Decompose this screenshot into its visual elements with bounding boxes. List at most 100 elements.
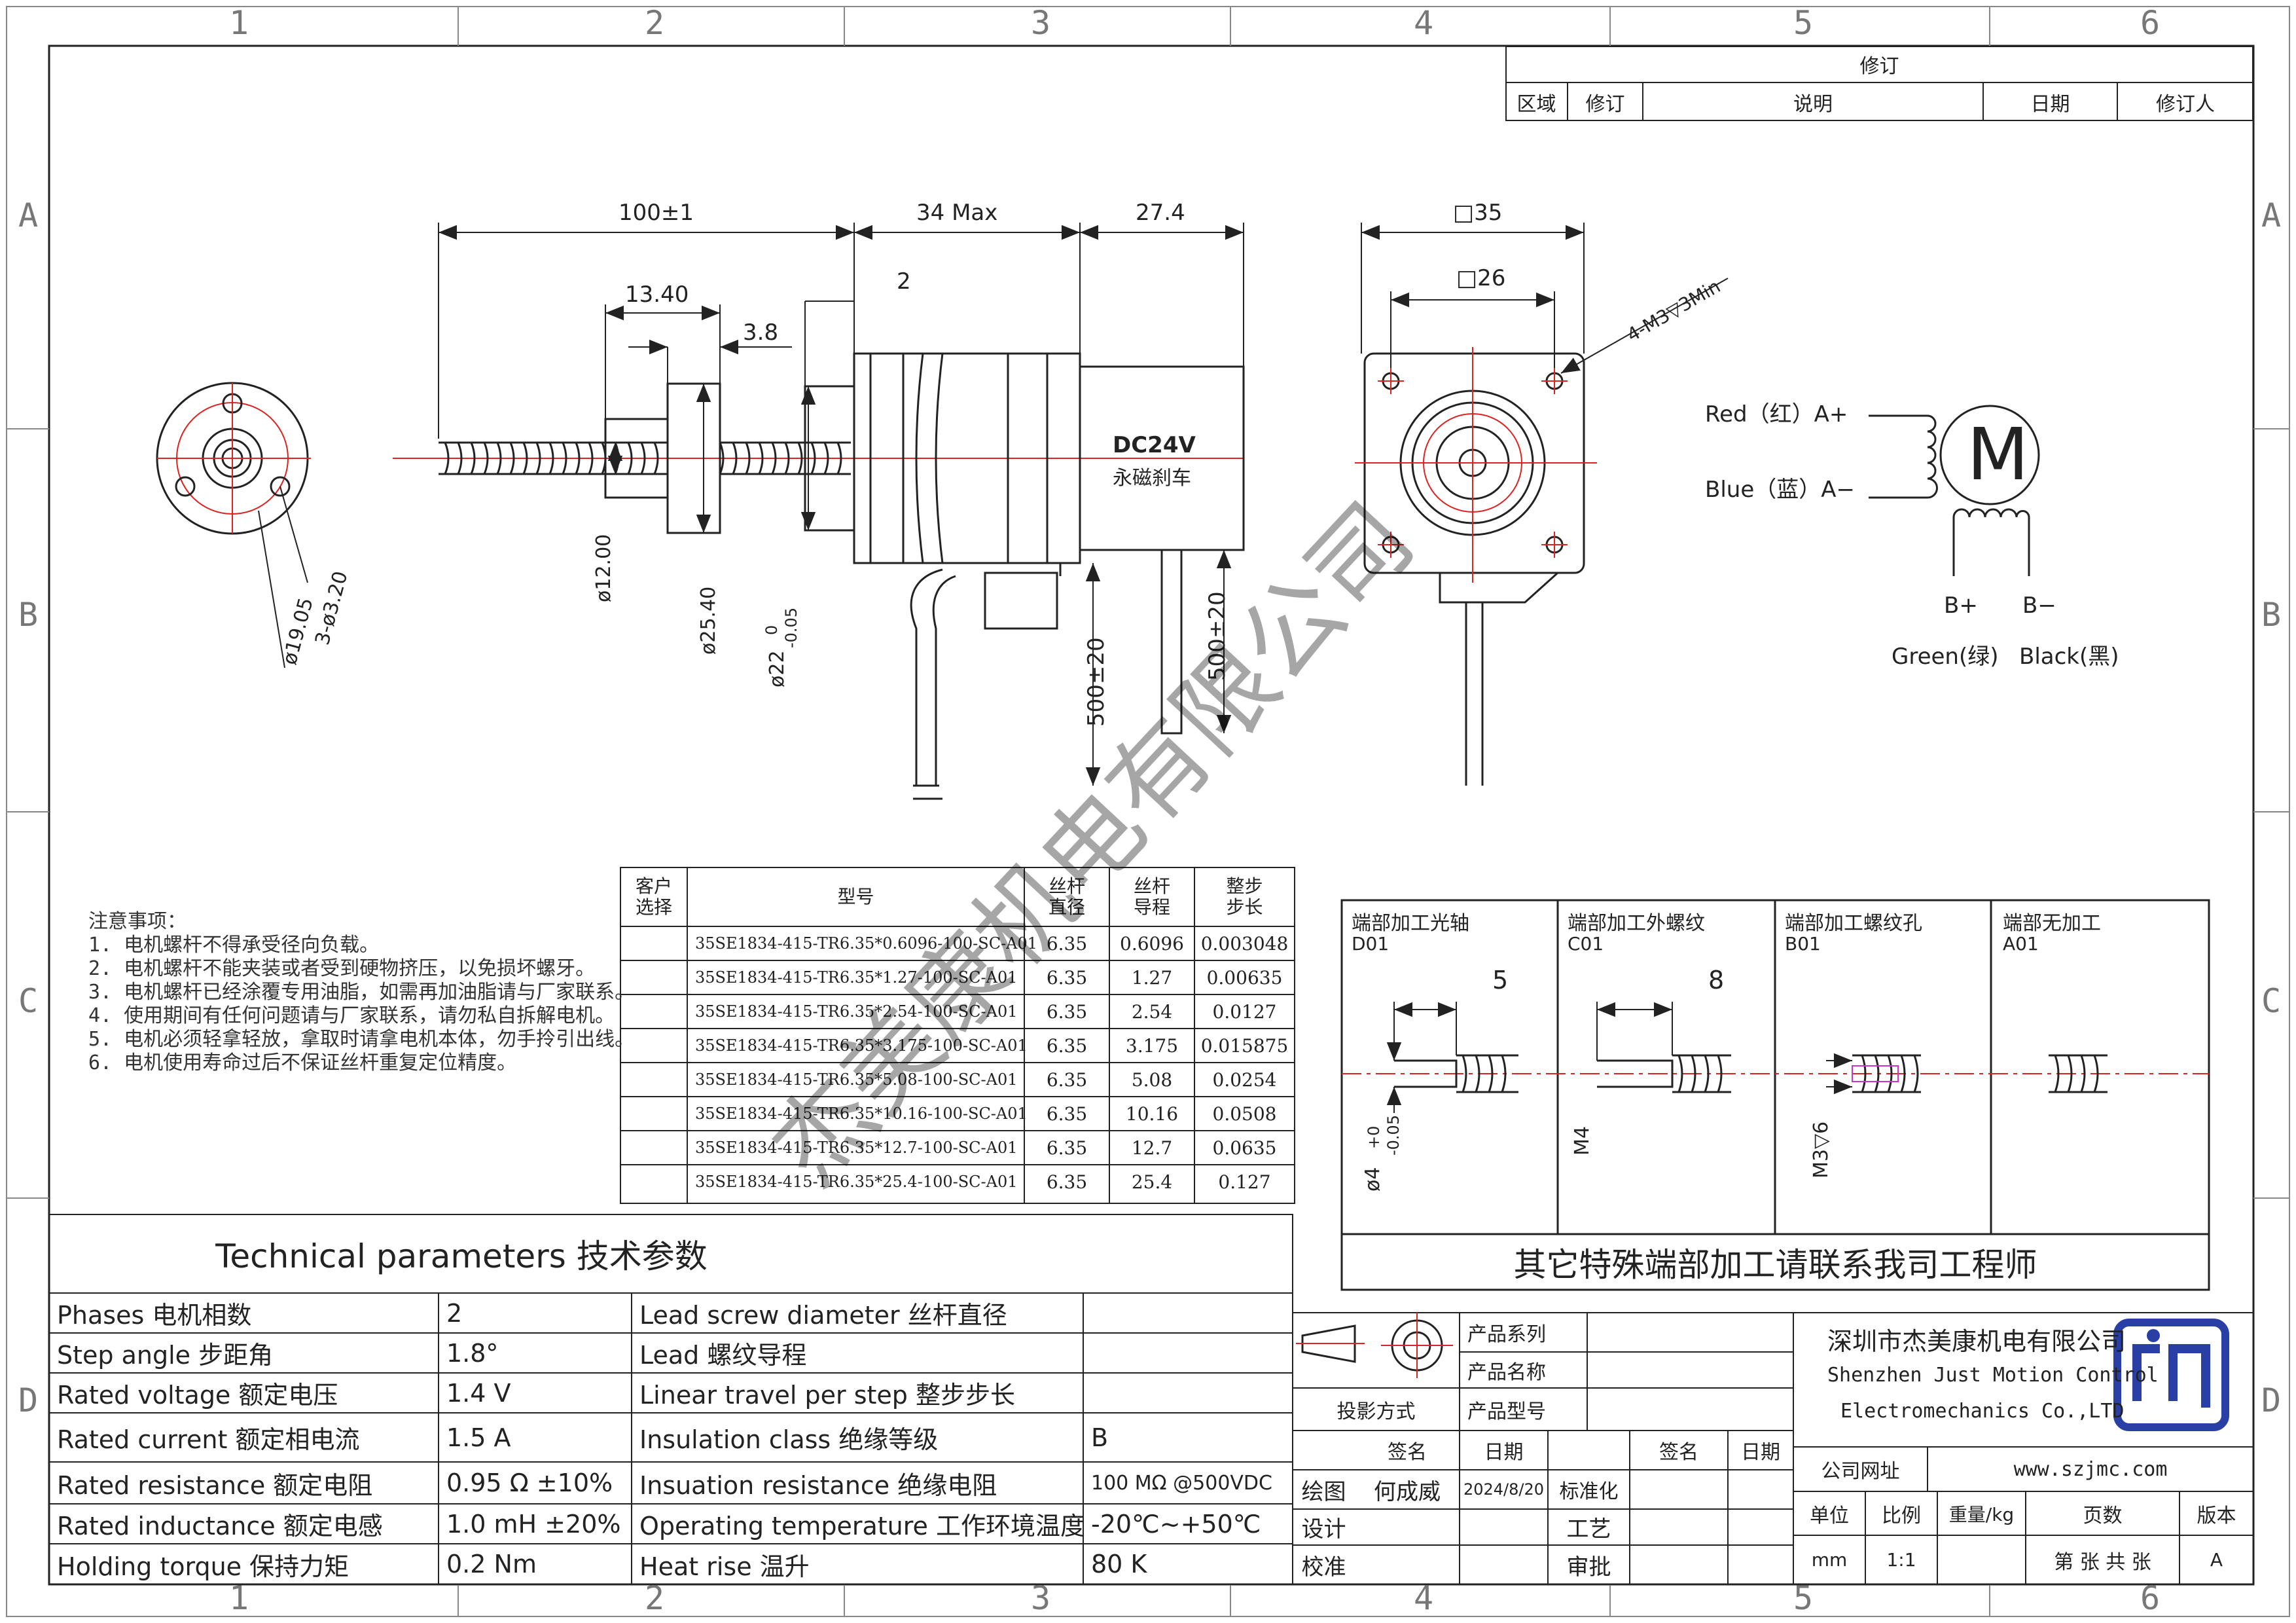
customer-select-cell[interactable] xyxy=(620,1131,687,1165)
customer-select-cell[interactable] xyxy=(620,1029,687,1063)
tech-param-label: Insuation resistance 绝缘电阻 xyxy=(639,1470,997,1500)
revision-header-desc: 说明 xyxy=(1793,92,1833,116)
model-table-cell: 0.00635 xyxy=(1206,966,1283,989)
customer-select-cell[interactable] xyxy=(620,1063,687,1097)
model-table-header: 丝杆 导程 xyxy=(1133,875,1170,918)
model-table-cell: 1.27 xyxy=(1131,966,1173,989)
tb-unit: 单位 xyxy=(1810,1504,1849,1527)
grid-col-5-bottom: 5 xyxy=(1793,1579,1814,1617)
customer-select-cell[interactable] xyxy=(620,926,687,960)
tb-date: 日期 xyxy=(1484,1441,1524,1464)
grid-col-6: 6 xyxy=(2140,4,2161,42)
tb-pages-value: 第 张 共 张 xyxy=(2054,1550,2151,1574)
tb-scale-value: 1:1 xyxy=(1886,1549,1916,1571)
model-table-cell: 35SE1834-415-TR6.35*5.08-100-SC-A01 xyxy=(695,1070,1018,1089)
tb-approve: 审批 xyxy=(1566,1554,1611,1580)
end-option-note-2: M4 xyxy=(1571,1126,1594,1156)
tech-param-label: Step angle 步距角 xyxy=(57,1341,274,1370)
model-table-cell: 35SE1834-415-TR6.35*12.7-100-SC-A01 xyxy=(695,1139,1018,1157)
end-option-title-4: 端部无加工 xyxy=(2003,912,2101,935)
grid-col-1: 1 xyxy=(229,4,249,42)
end-option-note-1: ø4 xyxy=(1361,1167,1384,1192)
model-table-cell: 6.35 xyxy=(1046,1137,1088,1159)
customer-select-cell[interactable] xyxy=(620,960,687,994)
dim-boss-diameter: ø22 xyxy=(766,650,789,687)
dim-screw-diameter: ø12.00 xyxy=(592,534,615,602)
front-view xyxy=(1355,223,1729,786)
company-name-en-2: Electromechanics Co.,LTD xyxy=(1840,1399,2125,1423)
model-table-cell: 35SE1834-415-TR6.35*3.175-100-SC-A01 xyxy=(695,1036,1028,1055)
tech-param-value: 1.8° xyxy=(446,1338,499,1368)
tb-weight: 重量/kg xyxy=(1948,1503,2015,1525)
dim-flange: 3.8 xyxy=(743,319,779,346)
model-table-cell: 35SE1834-415-TR6.35*1.27-100-SC-A01 xyxy=(695,968,1018,987)
tech-param-value: 100 MΩ @500VDC xyxy=(1091,1471,1272,1495)
grid-row-a: A xyxy=(18,196,39,234)
dim-nut-diameter: ø25.40 xyxy=(697,586,720,655)
end-option-dim-1: 5 xyxy=(1492,966,1509,994)
model-table-cell: 0.0127 xyxy=(1212,1000,1277,1023)
model-table-cell: 3.175 xyxy=(1125,1034,1179,1057)
dim-screw-length: 100±1 xyxy=(619,200,694,226)
dim-brake-length: 27.4 xyxy=(1136,200,1185,226)
tech-param-value xyxy=(1083,1333,1293,1373)
tech-param-value xyxy=(1083,1293,1293,1333)
grid-col-1-bottom: 1 xyxy=(229,1579,249,1617)
model-table-cell: 0.0254 xyxy=(1212,1068,1277,1091)
end-option-title-2: 端部加工外螺纹 xyxy=(1568,912,1705,935)
model-table-header: 型号 xyxy=(837,886,874,907)
tb-process: 工艺 xyxy=(1566,1516,1611,1542)
grid-col-2: 2 xyxy=(645,4,665,42)
wiring-diagram xyxy=(1869,405,2040,576)
customer-select-cell[interactable] xyxy=(620,1097,687,1131)
tech-param-label: Holding torque 保持力矩 xyxy=(57,1552,350,1581)
tech-param-label: Lead screw diameter 丝杆直径 xyxy=(639,1301,1007,1330)
model-table-cell: 6.35 xyxy=(1046,1068,1088,1091)
notes-title: 注意事项： xyxy=(88,910,187,933)
brake-label: 永磁刹车 xyxy=(1113,467,1191,490)
end-option-title-3: 端部加工螺纹孔 xyxy=(1785,912,1922,935)
revision-header-rev: 修订 xyxy=(1585,92,1625,116)
tech-param-label: Insulation class 绝缘等级 xyxy=(639,1425,939,1454)
customer-select-cell[interactable] xyxy=(620,994,687,1029)
wire-blue-label: Blue（蓝）A− xyxy=(1705,477,1855,503)
grid-col-3: 3 xyxy=(1031,4,1051,42)
tech-param-value: 2 xyxy=(446,1298,463,1328)
tb-website: www.szjmc.com xyxy=(2013,1457,2168,1481)
note-5: 5. 电机必须轻拿轻放，拿取时请拿电机本体，勿手拎引出线。 xyxy=(88,1028,635,1051)
tb-standard: 标准化 xyxy=(1559,1480,1619,1503)
model-table-header: 丝杆 直径 xyxy=(1048,875,1085,918)
revision-header-reviser: 修订人 xyxy=(2156,92,2215,116)
wire-black-label: Black(黑) xyxy=(2019,644,2119,670)
tb-sign-2: 签名 xyxy=(1659,1441,1698,1464)
grid-row-d: D xyxy=(18,1381,39,1419)
customer-select-cell[interactable] xyxy=(620,1165,687,1199)
tb-product-name: 产品名称 xyxy=(1467,1360,1546,1384)
tb-draw-label: 绘图 xyxy=(1301,1478,1346,1505)
note-4: 4. 使用期间有任何问题请与厂家联系，请勿私自拆解电机。 xyxy=(88,1004,615,1027)
dim-boss-tol-up: 0 xyxy=(762,625,781,635)
title-block-lines xyxy=(1292,1312,2254,1585)
grid-row-b-right: B xyxy=(2261,596,2282,634)
end-option-code-1: D01 xyxy=(1352,933,1390,955)
grid-col-6-bottom: 6 xyxy=(2140,1579,2161,1617)
grid-row-d-right: D xyxy=(2261,1381,2282,1419)
company-name-en-1: Shenzhen Just Motion Control xyxy=(1827,1363,2159,1387)
revision-table-lines xyxy=(1505,46,2253,121)
model-table-cell: 35SE1834-415-TR6.35*2.54-100-SC-A01 xyxy=(695,1002,1018,1021)
tb-projection: 投影方式 xyxy=(1336,1400,1416,1423)
tech-param-value: 1.4 V xyxy=(446,1378,511,1408)
tech-param-value xyxy=(1083,1373,1293,1413)
grid-row-c-right: C xyxy=(2261,982,2282,1020)
tb-scale: 比例 xyxy=(1882,1504,1921,1527)
model-table-cell: 2.54 xyxy=(1131,1000,1173,1023)
model-table-header: 整步 步长 xyxy=(1226,875,1263,918)
end-option-title-1: 端部加工光轴 xyxy=(1352,912,1469,935)
tb-pages: 页数 xyxy=(2083,1504,2123,1527)
tech-table-lines xyxy=(48,1214,1293,1585)
tb-drawer: 何成威 xyxy=(1374,1478,1441,1505)
tech-param-label: Rated resistance 额定电阻 xyxy=(57,1470,373,1500)
end-option-code-3: B01 xyxy=(1785,933,1821,955)
model-table-cell: 6.35 xyxy=(1046,1171,1088,1193)
